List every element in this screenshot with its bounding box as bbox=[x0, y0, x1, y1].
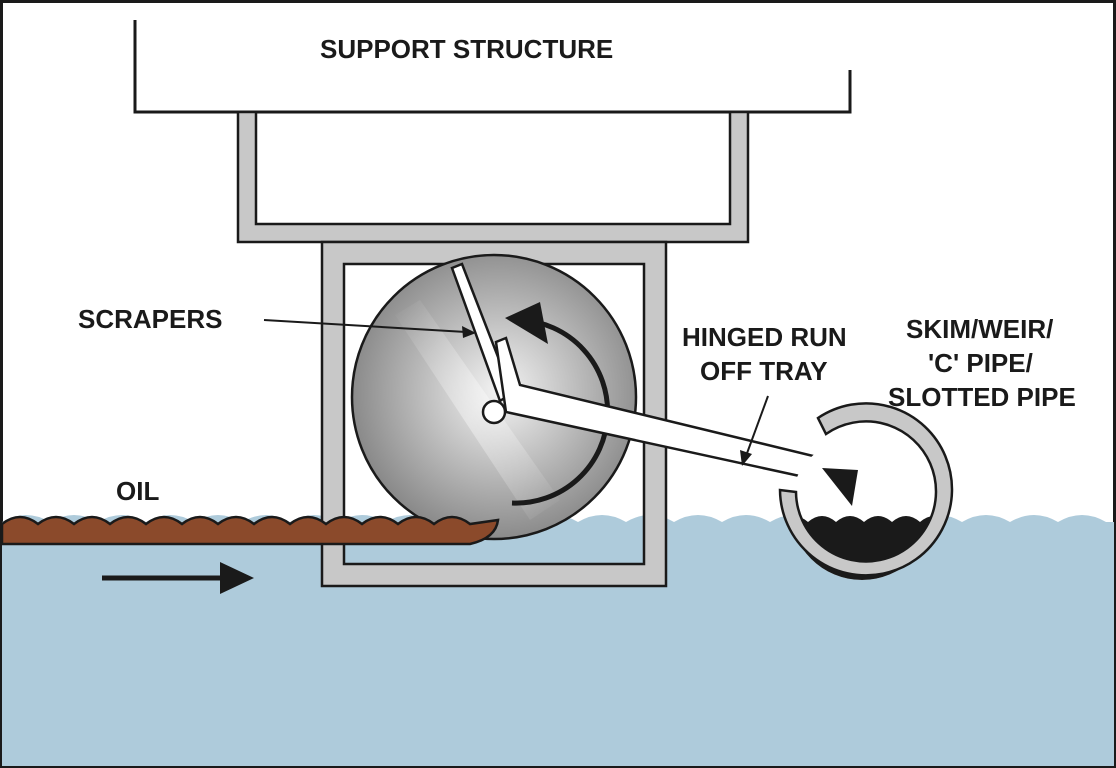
oil-slick bbox=[0, 515, 500, 546]
rotate-ccw-icon bbox=[505, 302, 548, 344]
skim-label-1: SKIM/WEIR/ bbox=[906, 314, 1053, 344]
drum-sheen bbox=[395, 300, 560, 520]
skim-label-3: SLOTTED PIPE bbox=[888, 382, 1076, 412]
hinge-pin bbox=[481, 399, 507, 425]
scrapers-leader-head bbox=[462, 326, 476, 338]
rotating-drum bbox=[350, 253, 638, 541]
support-structure bbox=[133, 20, 852, 114]
arrow-right-icon bbox=[102, 562, 254, 594]
tray-leader bbox=[745, 395, 769, 457]
hanger-frame bbox=[236, 110, 750, 244]
water bbox=[2, 515, 1114, 766]
tray-leader-head bbox=[740, 450, 752, 466]
support-structure-label: SUPPORT STRUCTURE bbox=[320, 34, 613, 64]
skim-label-2: 'C' PIPE/ bbox=[928, 348, 1033, 378]
oil-label: OIL bbox=[116, 476, 159, 506]
hinged-tray-label-1: HINGED RUN bbox=[682, 322, 847, 352]
scrapers-label: SCRAPERS bbox=[78, 304, 222, 334]
oil-flow-arrow bbox=[822, 468, 858, 506]
scrapers-leader bbox=[263, 319, 467, 333]
hinged-tray-label-2: OFF TRAY bbox=[700, 356, 828, 386]
